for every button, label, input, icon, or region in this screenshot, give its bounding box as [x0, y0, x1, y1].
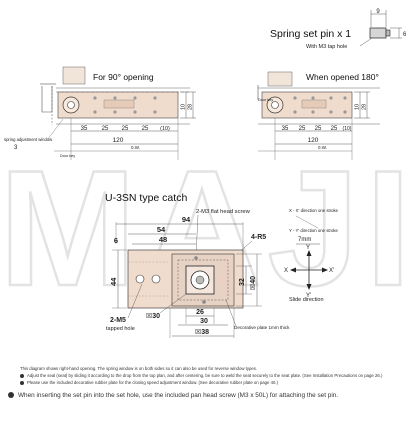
catch-dim-44: 44 — [109, 277, 118, 286]
axis-x-label: X — [284, 268, 288, 274]
view-180-dim-c: 25 — [315, 126, 322, 132]
view-90-gap: 3 — [14, 145, 18, 151]
catch-dim-94: 94 — [182, 215, 191, 224]
view-180-dim-a: 35 — [282, 126, 289, 132]
catch-dim-32: 32 — [239, 278, 246, 286]
axis-x-prime-label: X' — [329, 268, 334, 274]
slide-direction-figure: X - X' direction one stroke Y - Y' direc… — [284, 208, 339, 303]
catch-dim-38: ☒38 — [195, 328, 209, 336]
note-line-2: Adjust the seal (seat) by sliding it acc… — [20, 373, 412, 379]
catch-dim-30: 30 — [200, 318, 208, 325]
note-line-4-text: When inserting the set pin into the set … — [18, 392, 339, 399]
door-panel-90 — [62, 66, 86, 85]
view-90-dim-b: 25 — [102, 126, 109, 132]
spring-pin-note: With M3 tap hole — [306, 44, 347, 50]
tapped-hole-a — [135, 274, 145, 284]
bullet-icon — [20, 380, 24, 385]
catch-tapped-note: tapped hole — [106, 326, 135, 332]
spring-pin-tip — [385, 29, 391, 37]
axis-y-note: Y - Y' direction one stroke — [289, 228, 339, 233]
catch-dim-phi30: ☒30 — [146, 312, 160, 320]
view-90-dim-10: 10 — [181, 104, 187, 110]
axis-y-prime-label: Y' — [306, 293, 311, 299]
note-line-3-text: Please use the included decorative rubbe… — [27, 380, 279, 385]
catch-plate-note: Decorative plate 1mm thick — [234, 325, 290, 330]
view-180-dim-d: 25 — [331, 126, 338, 132]
view-180-title: When opened 180° — [306, 72, 379, 82]
tapped-hole-b — [151, 274, 161, 284]
view-180-dim-b: 25 — [299, 126, 306, 132]
view-180-figure: When opened 180° 10 28 35 25 25 25 (10) … — [257, 71, 380, 160]
note-line-1: This diagram shows right-hand opening. T… — [20, 366, 412, 372]
pin-diameter-dim: 6 — [403, 32, 407, 38]
axis-x-note: X - X' direction one stroke — [289, 208, 339, 213]
axis-slide-label: Slide direction — [289, 297, 324, 303]
view-90-figure: For 90° opening 10 28 35 25 25 25 (10 — [4, 66, 196, 160]
catch-dim-26: 26 — [196, 309, 204, 316]
axis-dim-label: 7mm — [298, 237, 311, 243]
spring-window-90 — [103, 99, 135, 109]
view-90-dim-a: 35 — [81, 126, 88, 132]
note-line-1-text: This diagram shows right-hand opening. T… — [20, 366, 258, 371]
view-90-clearance: Door key — [60, 154, 75, 158]
spring-pin-title: Spring set pin x 1 — [270, 28, 351, 40]
bullet-icon — [20, 373, 24, 378]
view-90-overall: 120 — [113, 137, 124, 144]
view-90-width-label: 0.W. — [131, 145, 140, 150]
catch-dim-54: 54 — [157, 225, 166, 234]
catch-corner-label: 4-R5 — [251, 234, 266, 241]
note-line-2-text: Adjust the seal (seat) by sliding it acc… — [27, 373, 383, 378]
note-line-4: When inserting the set pin into the set … — [8, 392, 412, 400]
view-180-dim-28: 28 — [362, 104, 368, 110]
view-180-overall: 120 — [308, 137, 319, 144]
catch-dim-48: 48 — [159, 235, 167, 244]
door-panel-180 — [267, 71, 293, 87]
catch-screw-label: 2-M3 flat head screw — [196, 209, 251, 215]
catch-dim-6: 6 — [114, 236, 118, 245]
view-180-dim-10: 10 — [355, 104, 361, 110]
view-180-clearance: Door key — [258, 98, 273, 102]
catch-tapped-label: 2-M5 — [110, 317, 126, 324]
view-90-dim-c: 25 — [122, 126, 129, 132]
view-90-window-label: spring adjustment window — [4, 137, 53, 142]
note-line-3: Please use the included decorative rubbe… — [20, 380, 412, 386]
bullet-icon — [8, 392, 14, 399]
catch-title: U-3SN type catch — [105, 192, 187, 204]
catch-figure: U-3SN type catch 2-M3 flat head screw 94… — [105, 192, 290, 338]
pin-length-dim: 9 — [376, 9, 380, 15]
spring-pin-figure: Spring set pin x 1 9 6 With M3 tap hole — [270, 9, 407, 50]
view-180-width-label: 0.W. — [318, 145, 327, 150]
catch-dim-40: ☒40 — [249, 276, 257, 290]
spring-window-180 — [301, 99, 327, 109]
view-90-title: For 90° opening — [93, 72, 154, 82]
view-90-dim-d: 25 — [142, 126, 149, 132]
view-90-dim-28: 28 — [188, 104, 194, 110]
view-180-dim-e: (10) — [343, 126, 352, 132]
axis-y-label: Y — [306, 245, 310, 251]
spring-pin-body — [369, 27, 387, 39]
view-90-dim-e: (10) — [160, 126, 170, 132]
